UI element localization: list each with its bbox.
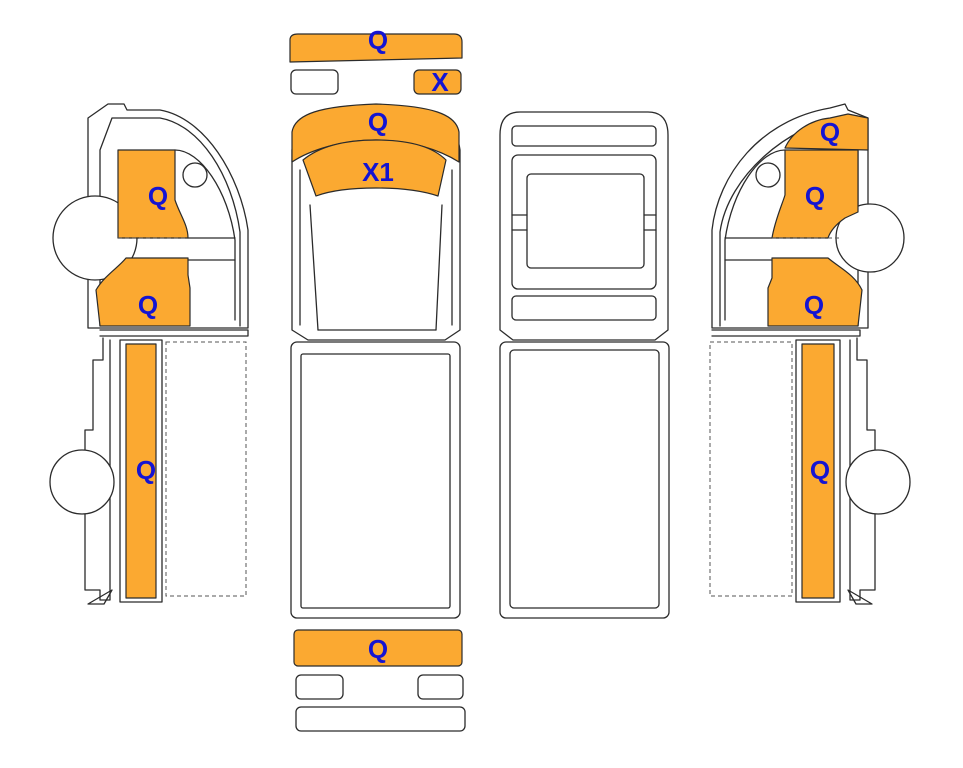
front-bumper-panel bbox=[289, 33, 463, 63]
rear-bumper-label: Q bbox=[368, 634, 388, 664]
rear-bumper-panel bbox=[293, 629, 463, 667]
left-cab-inner-line bbox=[99, 117, 241, 327]
right-bed-dashed-area bbox=[709, 341, 793, 597]
rear-cab-outline bbox=[499, 111, 669, 341]
left-rear-wheel-icon bbox=[49, 449, 115, 515]
right-roof-label: Q bbox=[820, 117, 840, 147]
right-upper-cab-label: Q bbox=[805, 181, 825, 211]
front-small-right-panel bbox=[413, 69, 462, 95]
rear-top-view bbox=[499, 111, 670, 619]
left-side-view: Q Q Q bbox=[49, 103, 249, 605]
right-roof-panel bbox=[784, 113, 869, 151]
right-lower-cab-label: Q bbox=[804, 290, 824, 320]
front-small-left-panel bbox=[290, 69, 339, 95]
right-lower-cab-panel bbox=[767, 257, 863, 327]
left-bed-dashed-area bbox=[165, 341, 247, 597]
windshield-label: X1 bbox=[362, 157, 394, 187]
right-cab-outline bbox=[711, 103, 869, 329]
left-side-bed-panel bbox=[125, 343, 157, 599]
left-lower-cab-panel bbox=[95, 257, 191, 327]
left-lower-cab-label: Q bbox=[138, 290, 158, 320]
front-small-right-label: X bbox=[431, 67, 449, 97]
left-side-bed-label: Q bbox=[136, 455, 156, 485]
right-side-view: Q Q Q Q bbox=[709, 103, 911, 605]
right-mirror-icon bbox=[755, 162, 781, 188]
front-bumper-label: Q bbox=[368, 25, 388, 55]
windshield-panel bbox=[302, 139, 447, 197]
left-window-line bbox=[174, 149, 236, 321]
left-roof-panel bbox=[117, 149, 189, 239]
hood-label: Q bbox=[368, 107, 388, 137]
right-window-line bbox=[724, 149, 786, 321]
right-rear-wheel-icon bbox=[845, 449, 911, 515]
left-roof-label: Q bbox=[148, 181, 168, 211]
right-side-bed-panel bbox=[801, 343, 835, 599]
right-side-bed-label: Q bbox=[810, 455, 830, 485]
left-mirror-icon bbox=[182, 162, 208, 188]
left-cab-outline bbox=[87, 103, 249, 329]
front-top-view: Q X Q X1 Q bbox=[289, 25, 466, 732]
